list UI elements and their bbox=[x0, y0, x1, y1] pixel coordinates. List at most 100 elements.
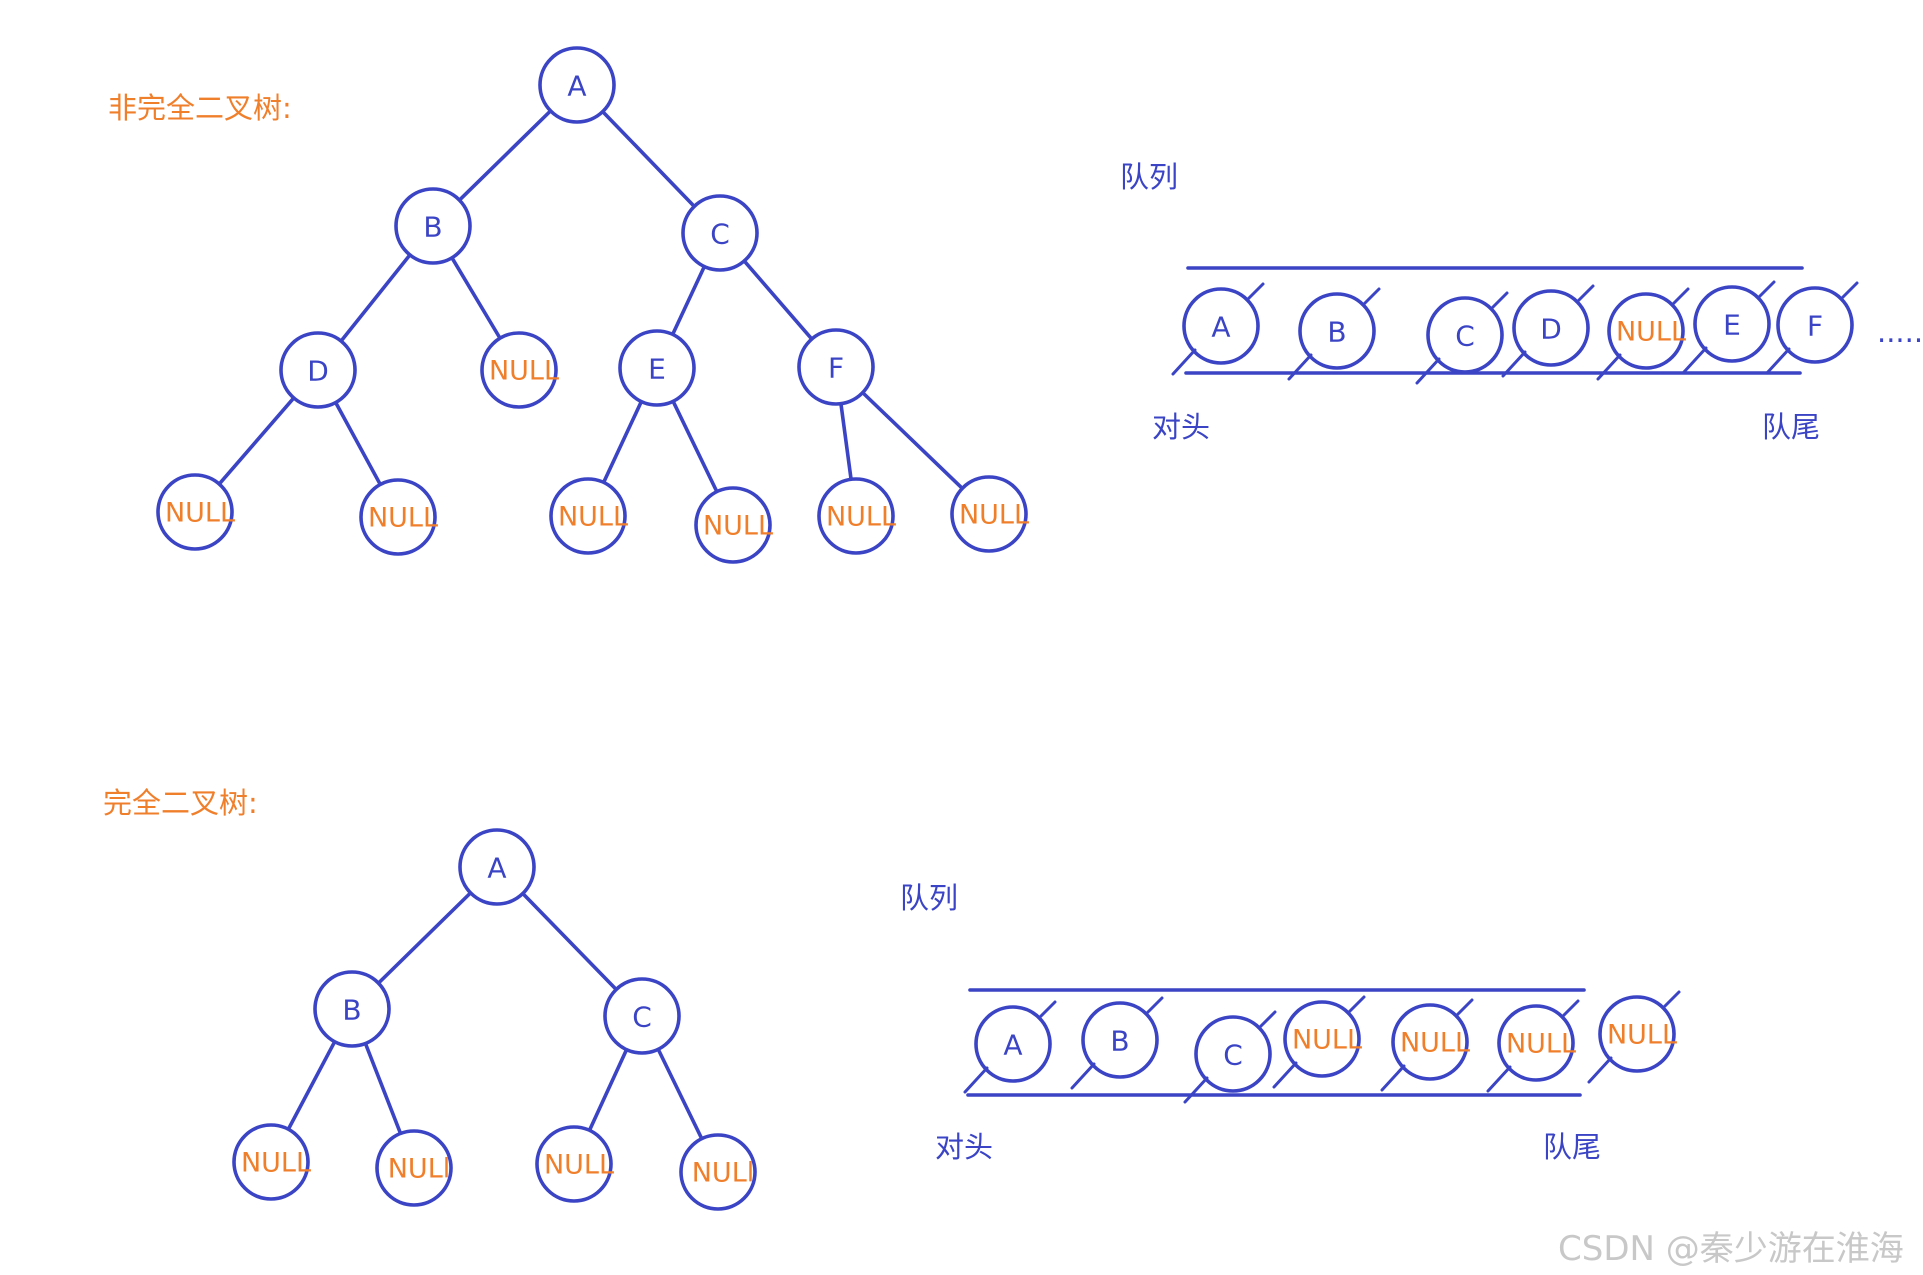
queue-rails bbox=[1184, 266, 1804, 375]
tree-node-null-n6-label: NULL bbox=[826, 502, 896, 533]
tree-node-null-n1-circle bbox=[480, 331, 558, 409]
queue-item-stroke bbox=[1587, 1056, 1613, 1084]
queue-item-4: NULL bbox=[1283, 1000, 1362, 1078]
tree-node-null-n4-label: NULl bbox=[692, 1158, 755, 1189]
tree-node-d-circle bbox=[279, 331, 357, 409]
tree-node-null-n1-label: NULL bbox=[489, 356, 559, 387]
tree-node-a-label: A bbox=[487, 852, 506, 885]
tree-node-null-n3-circle bbox=[535, 1125, 613, 1203]
tree-node-null-n2-circle bbox=[375, 1129, 453, 1207]
queue-item-stroke bbox=[1489, 291, 1509, 311]
queue-item-stroke bbox=[1756, 280, 1776, 300]
queue-item-3-circle bbox=[1194, 1015, 1272, 1093]
tree-edge-B-n2 bbox=[363, 1041, 405, 1141]
tree-edge-A-B bbox=[372, 891, 473, 990]
tree-node-c: C bbox=[681, 194, 759, 272]
queue-item-stroke bbox=[1380, 1064, 1406, 1092]
tree-node-null-n5: NULL bbox=[694, 486, 773, 564]
queue-item-stroke bbox=[1070, 1062, 1096, 1090]
queue-tail-label: 队尾 bbox=[1543, 1130, 1601, 1164]
queue-item-stroke bbox=[1037, 1000, 1057, 1020]
queue-item-stroke bbox=[1245, 282, 1265, 302]
tree-node-a: A bbox=[458, 828, 536, 906]
tree-node-null-n3-circle bbox=[359, 478, 437, 556]
tree-node-b: B bbox=[394, 187, 472, 265]
queue-item-6-circle bbox=[1497, 1004, 1575, 1082]
tree-node-a-circle bbox=[538, 46, 616, 124]
tree-node-a: A bbox=[538, 46, 616, 124]
tree-node-null-n3-label: NULL bbox=[544, 1150, 614, 1181]
tree-node-b-circle bbox=[313, 970, 391, 1048]
queue-item-1: A bbox=[974, 1005, 1052, 1083]
tree-edge-F-n7 bbox=[860, 390, 969, 495]
tree-node-null-n1-label: NULL bbox=[241, 1148, 311, 1179]
tree-node-e: E bbox=[618, 329, 696, 407]
queue-item-stroke bbox=[963, 1066, 989, 1094]
tree-edge-B-n1 bbox=[450, 255, 505, 346]
queue-item-4: D bbox=[1512, 289, 1590, 367]
queue-head-label: 对头 bbox=[935, 1130, 993, 1164]
queue-ellipsis: ...... bbox=[1877, 315, 1923, 349]
tree-node-null-n4-label: NULL bbox=[558, 502, 628, 533]
queue-item-7-circle bbox=[1776, 286, 1854, 364]
queue-item-7-label: NULL bbox=[1607, 1020, 1677, 1051]
queue-item-4-circle bbox=[1283, 1000, 1361, 1078]
queue-item-1-circle bbox=[974, 1005, 1052, 1083]
tree-node-null-n4: NULl bbox=[679, 1133, 757, 1211]
queue-item-2: B bbox=[1298, 292, 1376, 370]
queue-item-stroke bbox=[1346, 995, 1366, 1015]
queue-item-5: NULL bbox=[1607, 292, 1686, 370]
tree-edge-B-D bbox=[335, 253, 412, 348]
tree-node-f-label: F bbox=[828, 352, 844, 385]
queue-rails bbox=[966, 988, 1586, 1097]
queue-item-4-label: D bbox=[1540, 313, 1562, 346]
queue-item-stroke bbox=[1682, 346, 1708, 374]
tree-node-c-label: C bbox=[710, 218, 730, 251]
queue-item-stroke bbox=[1596, 353, 1622, 381]
queue-item-2-label: B bbox=[1110, 1025, 1129, 1058]
tree-node-null-n2-label: NULL bbox=[165, 498, 235, 529]
queue-item-stroke bbox=[1144, 996, 1164, 1016]
tree-node-a-label: A bbox=[567, 70, 586, 103]
tree-node-b-label: B bbox=[342, 994, 361, 1027]
queue-item-2-circle bbox=[1298, 292, 1376, 370]
tree-edge-A-B bbox=[453, 109, 553, 207]
queue-item-5-label: NULL bbox=[1400, 1028, 1470, 1059]
queue-item-7: NULL bbox=[1598, 995, 1677, 1073]
tree-node-null-n4-circle bbox=[549, 477, 627, 555]
queue-item-stroke bbox=[1415, 357, 1441, 385]
queue-item-stroke bbox=[1670, 287, 1690, 307]
tree-edge-D-n3 bbox=[333, 400, 385, 492]
tree-edge-F-n6 bbox=[839, 401, 854, 488]
queue-item-6: E bbox=[1693, 285, 1771, 363]
queue-item-7: F bbox=[1776, 286, 1854, 364]
queue-item-stroke bbox=[1171, 348, 1197, 376]
tree-edge-B-n1 bbox=[283, 1039, 337, 1137]
tree-node-b-label: B bbox=[423, 211, 442, 244]
tree-node-a-circle bbox=[458, 828, 536, 906]
queue-item-6: NULL bbox=[1497, 1004, 1576, 1082]
tree-node-null-n3: NULL bbox=[535, 1125, 614, 1203]
tree-node-d: D bbox=[279, 331, 357, 409]
queue-item-6-label: NULL bbox=[1506, 1029, 1576, 1060]
queue-item-3-label: C bbox=[1223, 1039, 1243, 1072]
queue-item-stroke bbox=[1575, 284, 1595, 304]
queue-item-1-circle bbox=[1182, 287, 1260, 365]
complete-tree-title: 完全二叉树: bbox=[103, 786, 258, 820]
queue-item-stroke bbox=[1287, 353, 1313, 381]
tree-node-null-n5-label: NULL bbox=[703, 511, 773, 542]
tree-edge-C-E bbox=[668, 264, 707, 342]
tree-node-c-circle bbox=[681, 194, 759, 272]
queue-item-3: C bbox=[1426, 296, 1504, 374]
tree-edges bbox=[213, 109, 969, 499]
tree-node-c: C bbox=[603, 977, 681, 1055]
queue-item-stroke bbox=[1661, 990, 1681, 1010]
queue-item-stroke bbox=[1839, 281, 1859, 301]
tree-node-f-circle bbox=[797, 328, 875, 406]
queue-item-1-label: A bbox=[1211, 311, 1230, 344]
tree-edge-D-n2 bbox=[213, 396, 296, 491]
